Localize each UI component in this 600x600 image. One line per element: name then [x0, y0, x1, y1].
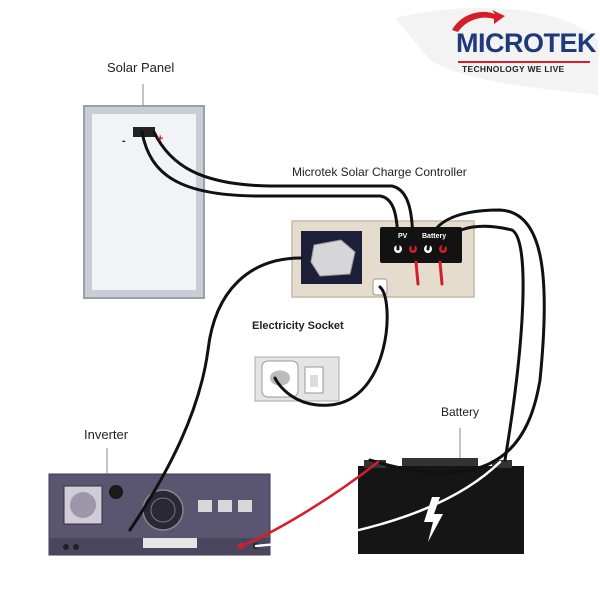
logo-arrow-icon — [452, 10, 505, 32]
solar-panel — [83, 84, 205, 299]
battery-label: Battery — [441, 405, 480, 419]
brand-tagline: TECHNOLOGY WE LIVE — [462, 64, 565, 74]
cooling-fan — [142, 489, 184, 531]
wire-socket-loop — [273, 285, 389, 407]
wire-controller-bat-pos — [441, 224, 525, 462]
charge-controller — [291, 220, 475, 298]
wire-controller-bat-neg — [368, 208, 546, 475]
brand-name: MICROTEK — [456, 28, 597, 58]
controller-battery-label: Battery — [422, 233, 447, 240]
inverter — [48, 448, 271, 556]
wire-controller-terminal-red-2 — [438, 260, 444, 286]
junction-box — [133, 127, 155, 137]
solar-panel-label: Solar Panel — [107, 60, 175, 75]
electricity-socket — [254, 356, 340, 402]
wire-pv-pos — [152, 130, 415, 251]
wire-controller-terminal-red — [414, 260, 420, 286]
panel-negative-symbol: - — [122, 135, 126, 147]
controller-pv-label: PV — [398, 233, 408, 240]
plug-icon — [310, 239, 356, 277]
wire-inverter-bat-pos — [239, 460, 380, 548]
wire-inverter-bat-neg — [254, 460, 502, 548]
logo-swoosh — [395, 7, 598, 96]
wires — [128, 130, 546, 548]
inverter-label: Inverter — [84, 427, 129, 442]
charge-controller-label: Microtek Solar Charge Controller — [292, 165, 467, 179]
wire-pv-neg — [140, 130, 400, 251]
battery — [358, 428, 524, 554]
terminal-panel — [380, 227, 462, 263]
wire-controller-to-inverter — [128, 256, 303, 532]
electricity-socket-label: Electricity Socket — [252, 320, 344, 332]
panel-positive-symbol: + — [157, 133, 164, 145]
